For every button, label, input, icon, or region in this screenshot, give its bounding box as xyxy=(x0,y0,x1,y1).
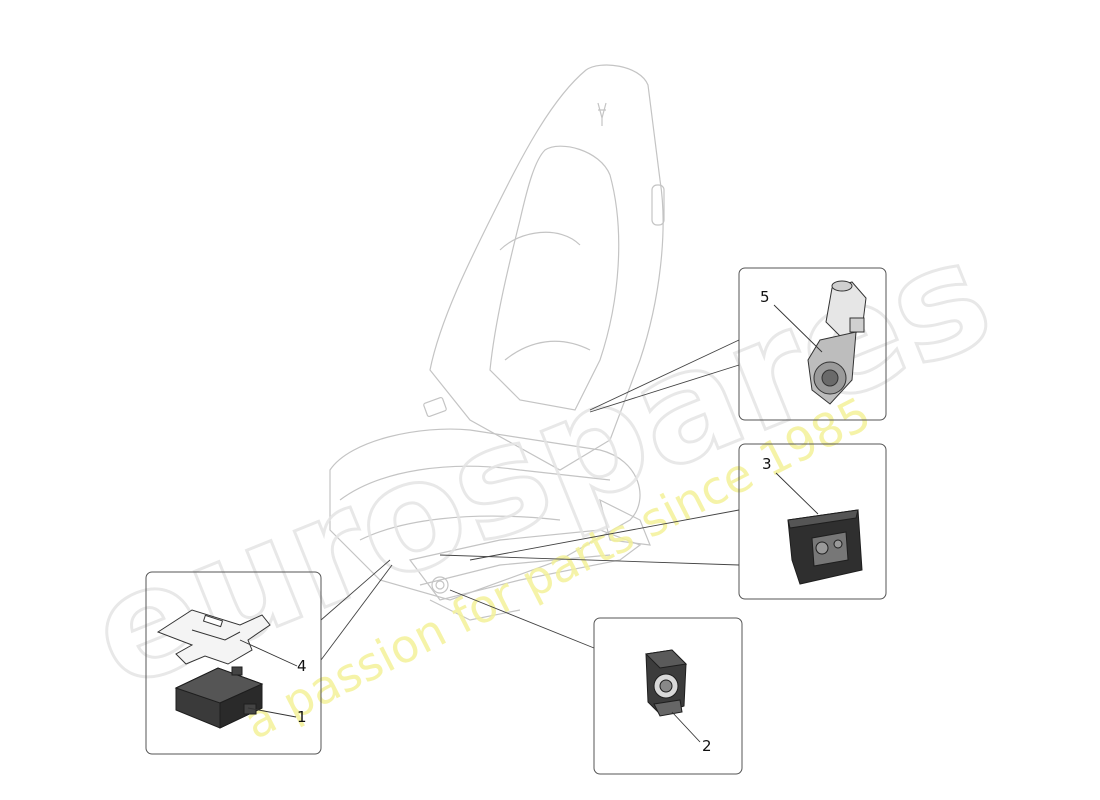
seat-outline xyxy=(329,64,665,621)
callout-number-1: 1 xyxy=(297,708,307,726)
callout-number-2: 2 xyxy=(702,737,712,755)
part-5-motor xyxy=(807,280,867,405)
leader-lines xyxy=(320,339,740,661)
callout-number-3: 3 xyxy=(762,455,772,473)
part-4-bracket xyxy=(156,609,271,665)
detail-box-1-4 xyxy=(145,571,322,755)
part-3-switch-panel xyxy=(787,509,863,585)
callout-number-5: 5 xyxy=(760,288,770,306)
label-lines xyxy=(239,304,823,743)
callout-number-4: 4 xyxy=(297,657,307,675)
detail-box-3 xyxy=(738,443,887,600)
part-1-control-module xyxy=(174,666,264,729)
watermark: eurospares a passion for parts since 198… xyxy=(67,205,1015,750)
detail-box-5 xyxy=(738,267,887,421)
detail-box-2 xyxy=(593,617,743,775)
part-2-switch xyxy=(644,649,688,717)
